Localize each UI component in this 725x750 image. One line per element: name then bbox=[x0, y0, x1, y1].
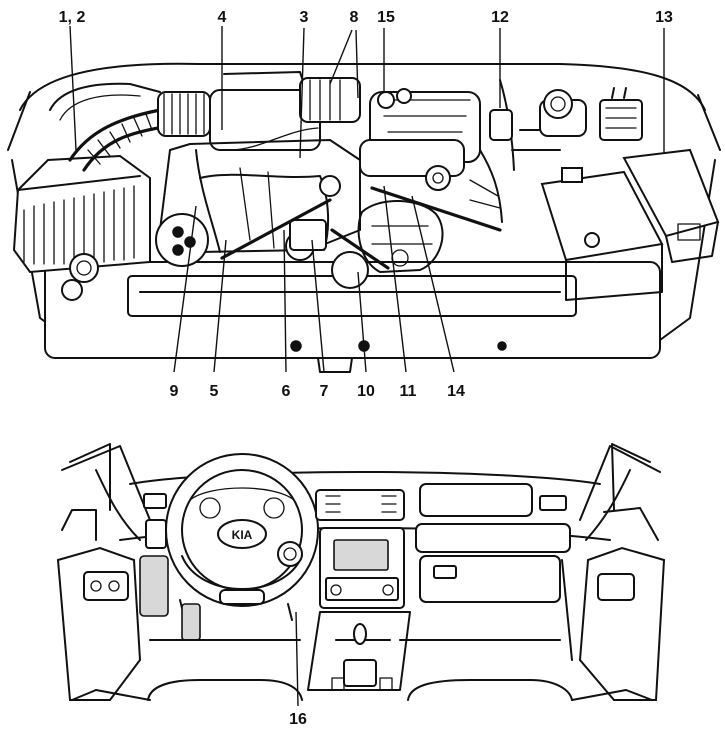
relay-cluster bbox=[599, 87, 643, 141]
leader-16 bbox=[295, 611, 299, 707]
leader-11 bbox=[383, 185, 407, 373]
leader-7 bbox=[311, 239, 325, 373]
battery bbox=[540, 167, 664, 301]
callout-4: 4 bbox=[218, 9, 227, 26]
callout-7: 7 bbox=[320, 383, 329, 400]
callout-14: 14 bbox=[447, 383, 465, 400]
leader-6 bbox=[283, 229, 287, 373]
leader-10 bbox=[357, 271, 367, 373]
fuse-relay-box bbox=[622, 148, 720, 263]
leader-8b bbox=[355, 29, 359, 99]
callout-10: 10 bbox=[357, 383, 375, 400]
dash-glovebox-upper bbox=[419, 483, 533, 517]
leader-5 bbox=[213, 239, 227, 373]
air-filter-housing bbox=[12, 154, 151, 301]
callout-9: 9 bbox=[170, 383, 179, 400]
brake-fluid-reservoir bbox=[511, 89, 587, 151]
callout-labels: 1, 2 4 3 8 15 12 13 9 5 6 7 10 11 14 16 bbox=[59, 9, 673, 728]
intake-plenum bbox=[209, 71, 481, 191]
leader-3 bbox=[299, 27, 305, 159]
callout-6: 6 bbox=[282, 383, 291, 400]
cabin-illustration: KIA bbox=[56, 443, 666, 701]
intake-hose bbox=[49, 82, 211, 172]
leader-lines bbox=[69, 25, 665, 707]
engine-harness bbox=[469, 79, 515, 223]
callout-8: 8 bbox=[350, 9, 359, 26]
leader-9 bbox=[173, 205, 197, 373]
leader-8a bbox=[329, 29, 353, 85]
steering-logo: KIA bbox=[232, 528, 253, 542]
callout-11: 11 bbox=[400, 383, 417, 400]
callout-15: 15 bbox=[377, 9, 395, 26]
engine-bay-illustration bbox=[7, 62, 721, 373]
callout-3: 3 bbox=[300, 9, 309, 26]
callout-16: 16 bbox=[289, 711, 307, 728]
center-console bbox=[307, 489, 411, 691]
leader-1-2 bbox=[69, 25, 77, 151]
leader-14 bbox=[411, 195, 455, 373]
callout-5: 5 bbox=[210, 383, 219, 400]
callout-13: 13 bbox=[655, 9, 673, 26]
steering-wheel: KIA bbox=[165, 453, 319, 607]
callout-12: 12 bbox=[491, 9, 509, 26]
callout-1-2: 1, 2 bbox=[59, 9, 86, 26]
engine-front bbox=[155, 127, 502, 270]
